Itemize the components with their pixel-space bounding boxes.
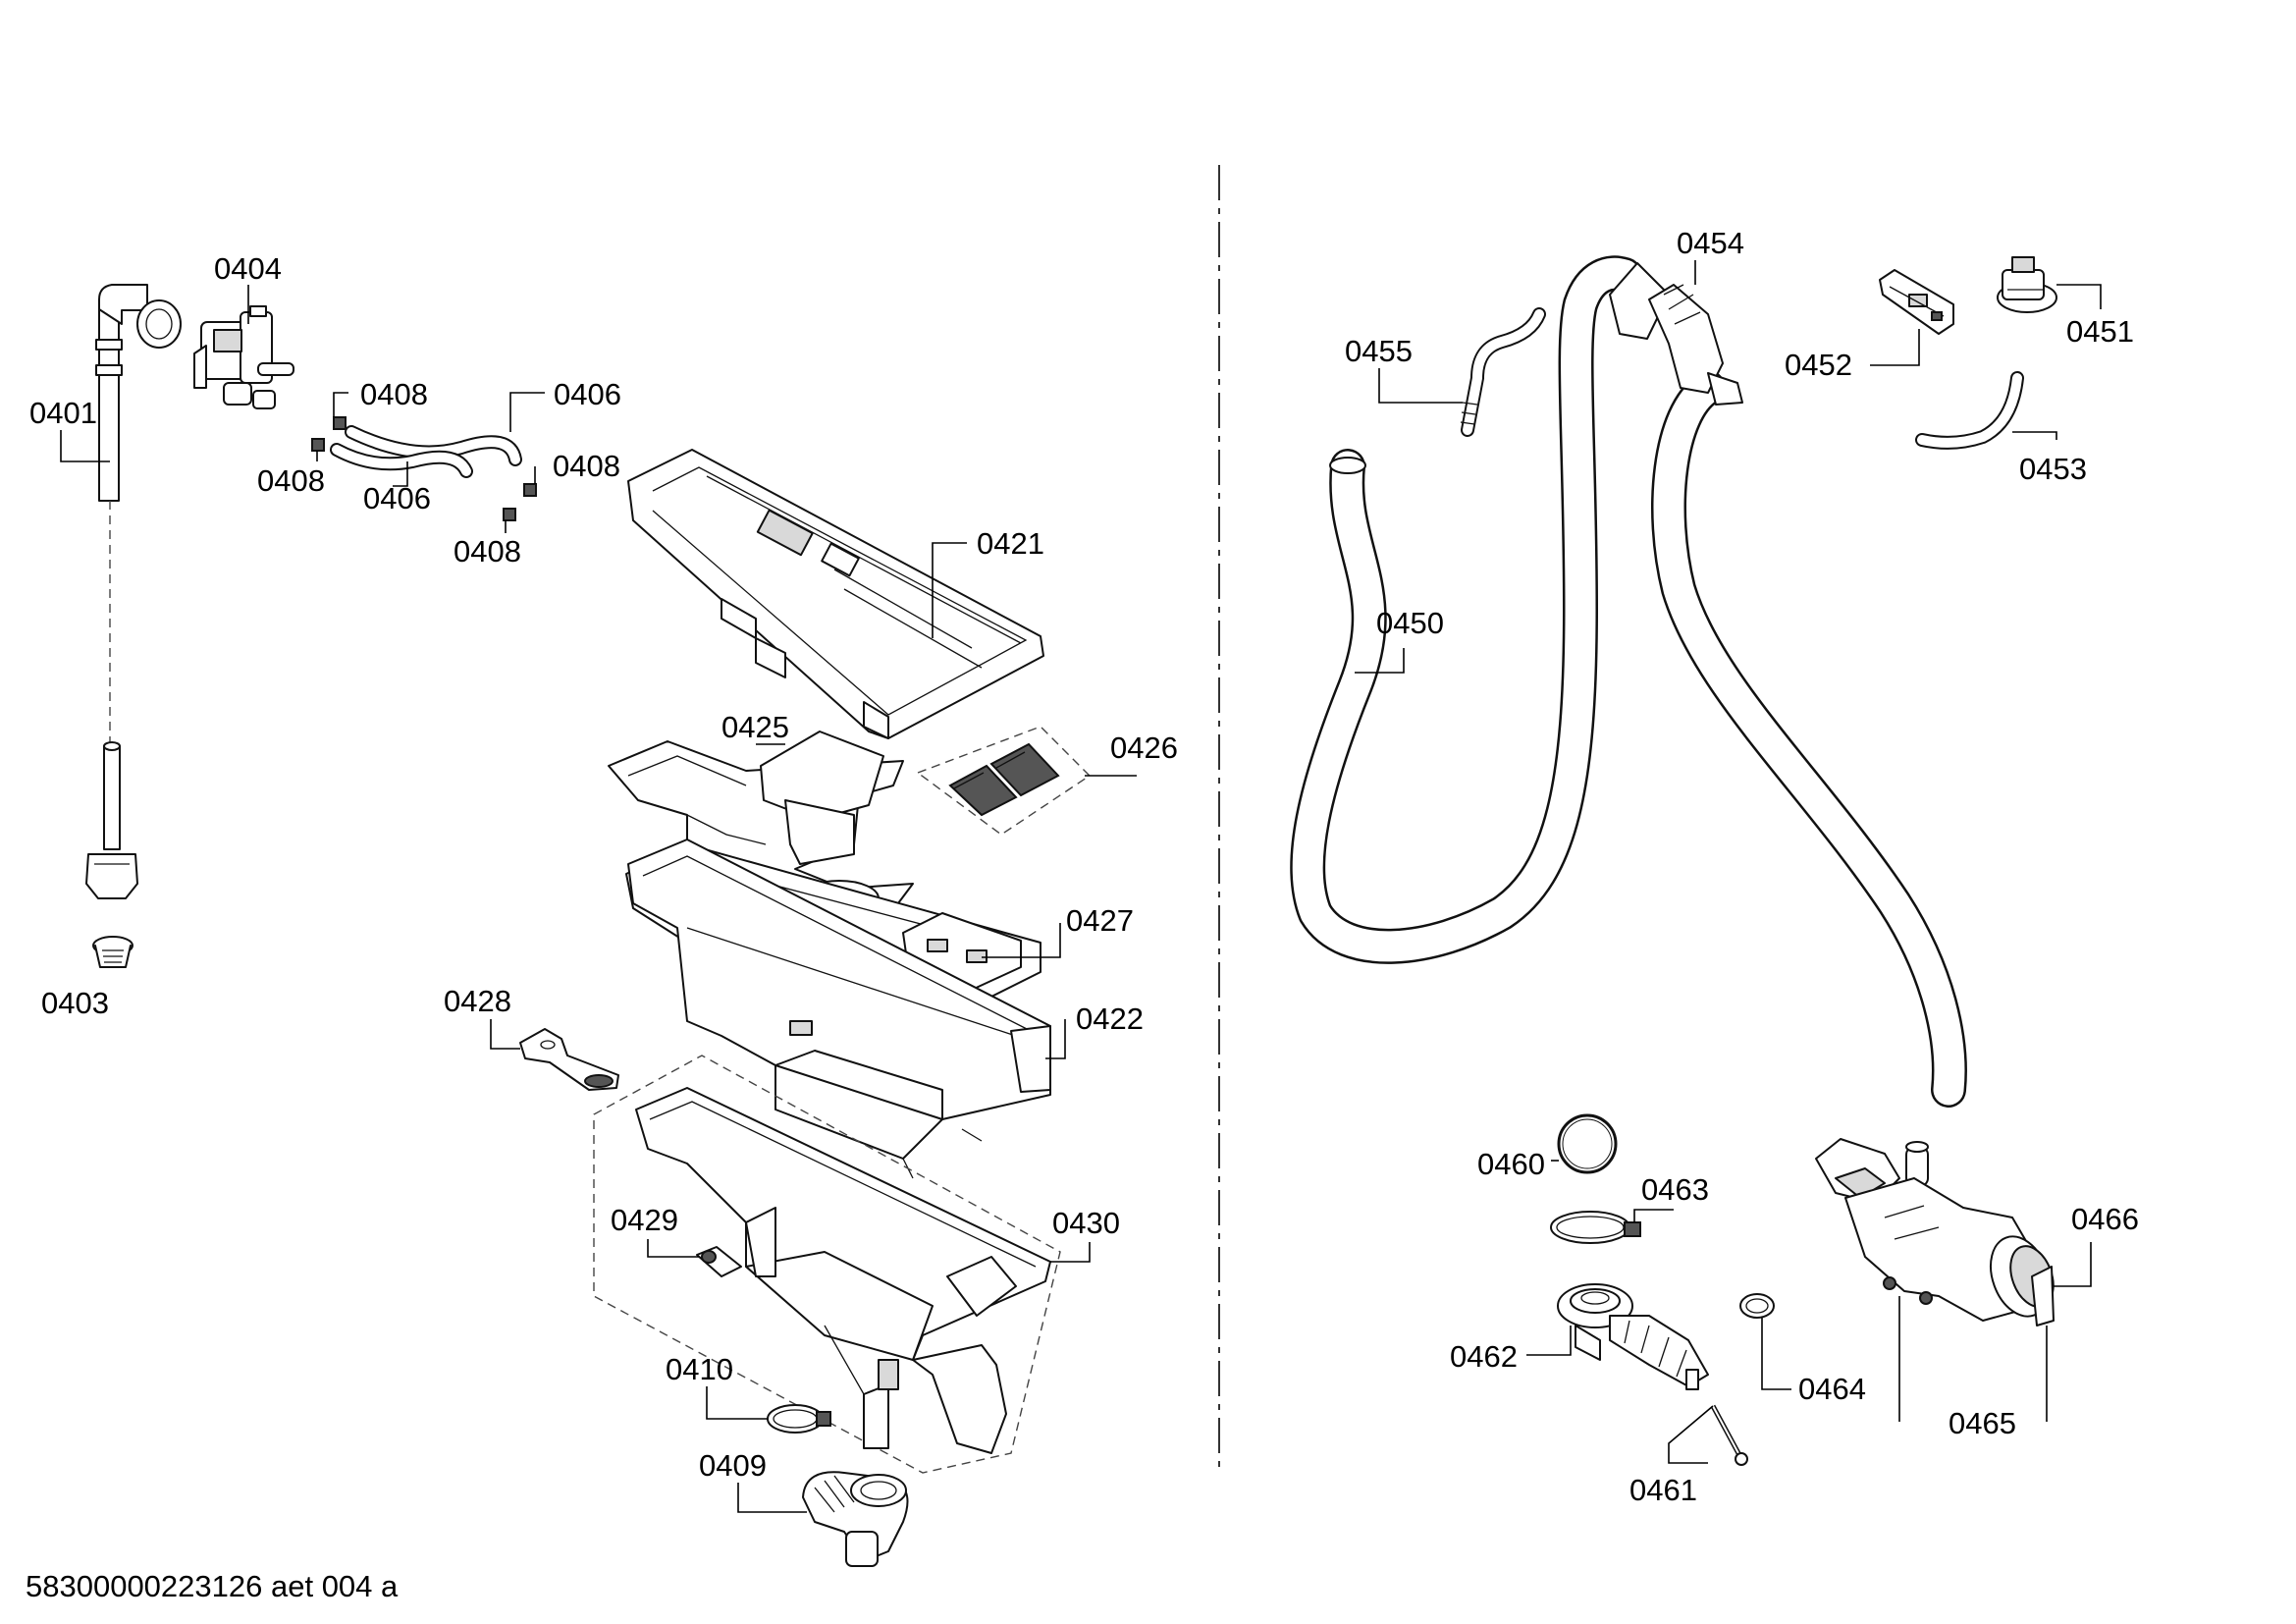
label-0410: 0410 [666, 1352, 733, 1386]
label-0465: 0465 [1949, 1406, 2016, 1440]
water-valve-part [193, 305, 294, 409]
label-0464: 0464 [1798, 1372, 1866, 1406]
label-0406-a: 0406 [554, 377, 621, 411]
inlet-pipe-part [85, 284, 182, 899]
label-0453: 0453 [2019, 452, 2087, 486]
lower-housing-part [593, 1055, 1061, 1474]
part-labels: 0401 0403 0404 0408 0406 0408 0406 0408 … [29, 226, 2139, 1507]
label-0408-b: 0408 [257, 463, 325, 498]
label-0455: 0455 [1345, 334, 1413, 368]
drain-connector-part [802, 1471, 909, 1567]
sealing-ring-part [1557, 1113, 1618, 1174]
hose-elbow-part [1609, 262, 1967, 1108]
screw-part [1710, 1404, 1748, 1466]
label-0450: 0450 [1376, 606, 1444, 640]
hose-clamp-right-part [1550, 1211, 1641, 1244]
label-0430: 0430 [1052, 1206, 1120, 1240]
document-code: 58300000223126 aet 004 a [26, 1569, 399, 1603]
hose-clamps-part [311, 416, 537, 521]
label-0425: 0425 [721, 710, 789, 744]
label-0409: 0409 [699, 1448, 767, 1483]
sensor-bracket-part [1879, 269, 1954, 335]
drain-hose-part [1290, 255, 1642, 964]
label-0403: 0403 [41, 986, 109, 1020]
label-0406-b: 0406 [363, 481, 431, 515]
label-0404: 0404 [214, 251, 282, 286]
leader-lines [60, 260, 2102, 1513]
label-0408-c: 0408 [553, 449, 620, 483]
label-0461: 0461 [1629, 1473, 1697, 1507]
label-0408-a: 0408 [360, 377, 428, 411]
filter-strainer-part [92, 936, 133, 968]
hose-clamp-part [767, 1404, 831, 1434]
pressure-switch-part [1997, 256, 2057, 313]
label-0466: 0466 [2071, 1202, 2139, 1236]
detergent-drawer-part [627, 839, 1051, 1179]
small-connector-part [696, 1246, 742, 1277]
label-0427: 0427 [1066, 903, 1134, 938]
small-clamp-part [1739, 1293, 1775, 1319]
pressure-tube-part [1915, 371, 2024, 450]
label-0429: 0429 [611, 1203, 678, 1237]
lever-part [519, 1028, 619, 1091]
label-0463: 0463 [1641, 1172, 1709, 1207]
label-0451: 0451 [2066, 314, 2134, 349]
label-0421: 0421 [977, 526, 1044, 561]
connection-hoses-part [330, 425, 522, 478]
filter-pads-part [916, 726, 1092, 836]
dispenser-top-frame-part [627, 449, 1044, 739]
label-0462: 0462 [1450, 1339, 1518, 1374]
label-0452: 0452 [1785, 348, 1852, 382]
label-0428: 0428 [444, 984, 511, 1018]
label-0454: 0454 [1677, 226, 1744, 260]
label-0426: 0426 [1110, 731, 1178, 765]
label-0408-d: 0408 [454, 534, 521, 568]
sump-bellow-part [1557, 1283, 1709, 1390]
drain-pump-part [1815, 1138, 2055, 1326]
label-0401: 0401 [29, 396, 97, 430]
small-hose-part [1460, 307, 1546, 437]
label-0460: 0460 [1477, 1147, 1545, 1181]
label-0422: 0422 [1076, 1001, 1144, 1036]
